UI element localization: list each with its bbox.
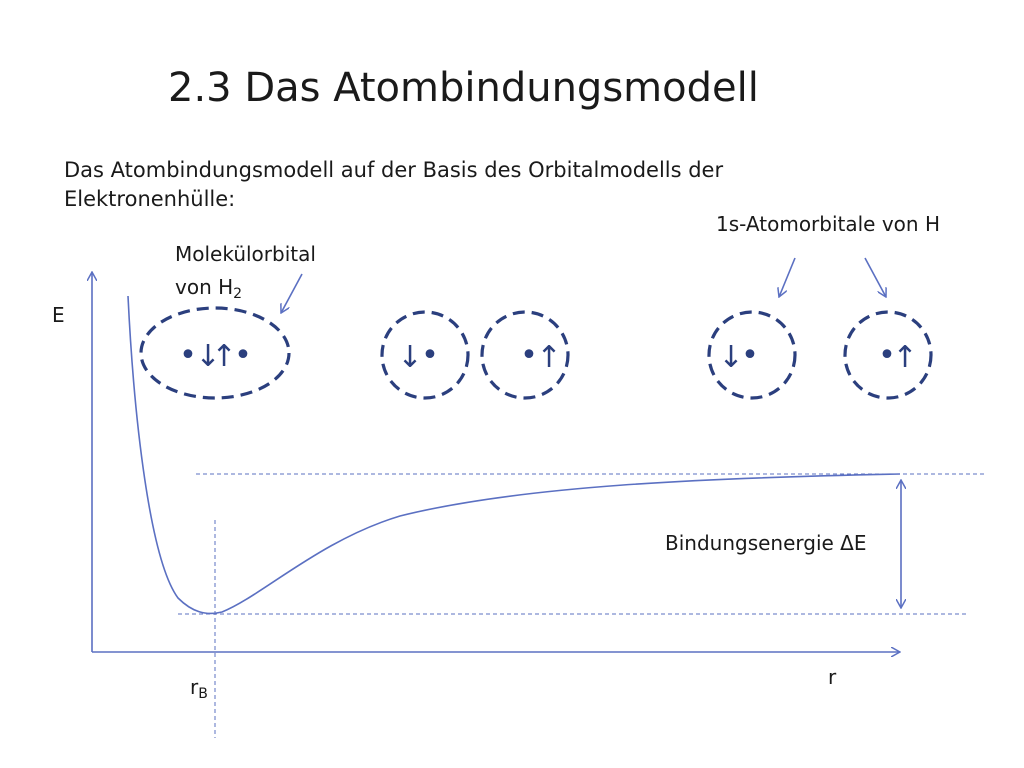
spin-down-arrow: ↓ [195, 339, 220, 374]
nucleus-dot: • [421, 338, 439, 373]
atomic-orbital-pointer-arrow-right [864, 257, 886, 297]
atomic-orbital-circle [843, 310, 933, 400]
molecular-orbital-label: Molekülorbital [175, 242, 316, 266]
slide-subtitle: Das Atombindungsmodell auf der Basis des… [64, 158, 724, 211]
atomic-orbital-circle [480, 310, 570, 400]
molecular-orbital-ellipse [139, 306, 291, 400]
atomic-orbital-circle [707, 310, 797, 400]
atomic-orbital-pointer-arrow-left [779, 257, 796, 297]
bond-energy-label: Bindungsenergie ΔE [665, 531, 867, 555]
spin-up-arrow: ↑ [536, 340, 561, 375]
nucleus-dot: • [179, 338, 197, 373]
potential-energy-curve [127, 295, 901, 615]
spin-down-arrow: ↓ [397, 340, 422, 375]
bond-distance-text: r [190, 675, 199, 699]
spin-down-arrow: ↓ [718, 340, 743, 375]
atomic-orbital-circle [380, 310, 470, 400]
molecular-orbital-label-line2: von H2 [175, 274, 243, 302]
nucleus-dot: • [741, 338, 759, 373]
slide-title: 2.3 Das Atombindungsmodell [168, 65, 759, 111]
distance-axis-label: r [828, 665, 837, 689]
molecular-orbital-label-text: von H [175, 275, 234, 299]
molecular-orbital-pointer-arrow [281, 273, 303, 313]
nucleus-dot: • [878, 338, 896, 373]
atomic-orbitals-label: 1s-Atomorbitale von H [716, 212, 940, 236]
nucleus-dot: • [234, 338, 252, 373]
bond-distance-subscript: B [198, 686, 208, 702]
spin-up-arrow: ↑ [211, 339, 236, 374]
energy-axis-label: E [52, 303, 65, 327]
nucleus-dot: • [520, 338, 538, 373]
bond-distance-label: rB [190, 674, 208, 702]
spin-up-arrow: ↑ [892, 340, 917, 375]
molecular-orbital-subscript: 2 [233, 286, 243, 302]
